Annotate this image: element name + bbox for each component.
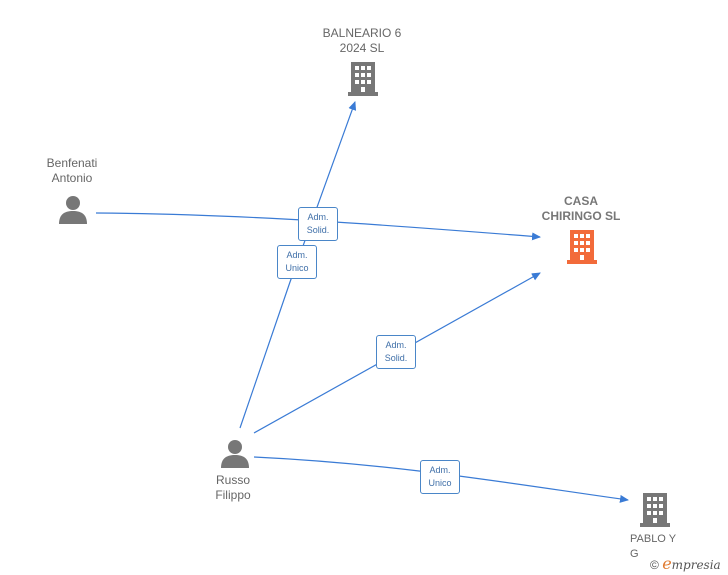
building-icon[interactable]	[567, 230, 599, 264]
node-label-benfenati: Benfenati Antonio	[46, 156, 98, 185]
edge-label-russo-casa[interactable]: Adm. Solid.	[376, 335, 416, 369]
edge-label-russo-pablo[interactable]: Adm. Unico	[420, 460, 460, 494]
edge-label-russo-balneario[interactable]: Adm. Unico	[277, 245, 317, 279]
node-label-casa: CASA CHIRINGO SL	[541, 194, 621, 223]
node-label-balneario: BALNEARIO 6 2024 SL	[322, 26, 402, 55]
edge-label-benfenati-casa[interactable]: Adm. Solid.	[298, 207, 338, 241]
person-icon[interactable]	[58, 194, 88, 224]
edge-russo-balneario	[239, 101, 357, 429]
person-icon[interactable]	[220, 438, 250, 468]
empresia-logo: © empresia	[650, 554, 721, 573]
brand-rest: mpresia	[671, 558, 721, 572]
copyright-symbol: ©	[650, 558, 659, 572]
node-label-pablo: PABLO Y G	[630, 533, 677, 560]
node-label-russo: Russo Filippo	[215, 473, 251, 502]
brand-e: e	[662, 554, 672, 573]
building-icon[interactable]	[640, 493, 672, 527]
building-icon[interactable]	[348, 62, 380, 96]
